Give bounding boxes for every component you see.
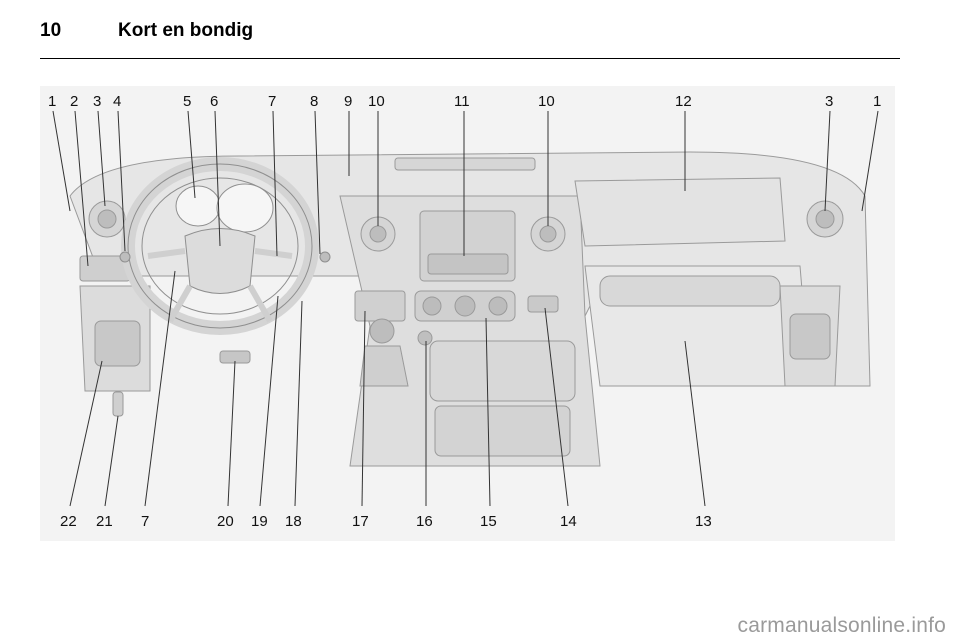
callout-bottom: 14	[560, 513, 577, 530]
callout-top: 1	[873, 93, 881, 110]
leader-lines	[52, 110, 879, 507]
callout-bottom: 18	[285, 513, 302, 530]
page-number: 10	[40, 20, 62, 41]
callout-bottom: 20	[217, 513, 234, 530]
callout-bottom: 16	[416, 513, 433, 530]
dashboard-illustration: 1 2 3 4 5 6 7 8 9 10 11 10 12 3 1 22 21 …	[40, 86, 895, 541]
callout-top: 8	[310, 93, 318, 110]
header-rule	[40, 58, 900, 59]
callout-top: 3	[825, 93, 833, 110]
callout-top: 3	[93, 93, 101, 110]
callouts-bottom: 22 21 7 20 19 18 17 16 15 14 13	[60, 513, 712, 530]
callout-bottom: 17	[352, 513, 369, 530]
watermark: carmanualsonline.info	[737, 614, 946, 637]
dashboard-drawing	[69, 151, 871, 467]
callout-bottom: 22	[60, 513, 77, 530]
callout-top: 10	[538, 93, 555, 110]
callout-bottom: 13	[695, 513, 712, 530]
callout-top: 12	[675, 93, 692, 110]
callout-bottom: 7	[141, 513, 149, 530]
callout-top: 2	[70, 93, 78, 110]
callout-top: 5	[183, 93, 191, 110]
steering-wheel-drawing	[119, 157, 331, 335]
callout-top: 4	[113, 93, 121, 110]
callout-top: 10	[368, 93, 385, 110]
callout-top: 6	[210, 93, 218, 110]
callout-top: 1	[48, 93, 56, 110]
callout-bottom: 21	[96, 513, 113, 530]
callout-top: 9	[344, 93, 352, 110]
callout-bottom: 15	[480, 513, 497, 530]
callout-bottom: 19	[251, 513, 268, 530]
callout-top: 7	[268, 93, 276, 110]
page-title: Kort en bondig	[118, 20, 254, 41]
callouts-top: 1 2 3 4 5 6 7 8 9 10 11 10 12 3 1	[48, 93, 881, 110]
callout-top: 11	[454, 93, 470, 110]
